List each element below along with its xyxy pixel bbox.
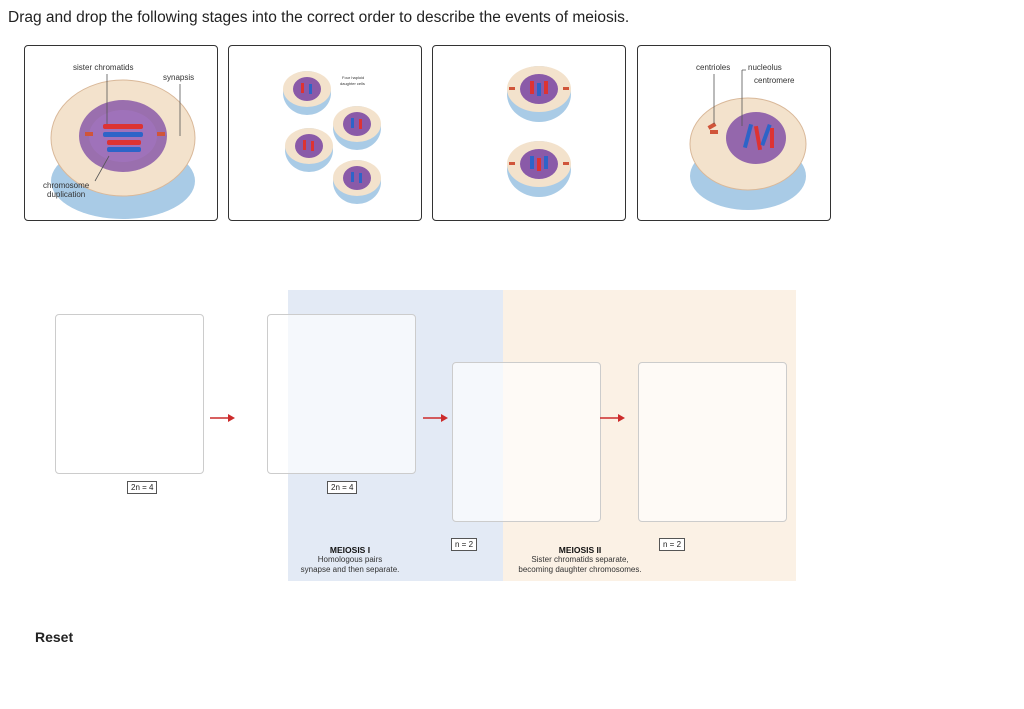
cell-illustration-four-daughter-cells [283,71,381,204]
label-centrioles: centrioles [696,63,731,72]
meiosis-one-line2: synapse and then separate. [300,565,400,574]
instruction-text: Drag and drop the following stages into … [8,9,630,26]
ploidy-badge-2: 2n = 4 [327,481,358,494]
drop-zone-2[interactable] [267,314,416,474]
drop-zone-3[interactable] [452,362,601,522]
reset-button[interactable]: Reset [35,629,74,645]
ploidy-badge-4: n = 2 [659,538,686,551]
meiosis-one-line1: Homologous pairs [317,555,383,564]
label-four-haploid-1: Four haploid [342,75,365,80]
stage-card-4[interactable]: centrioles nucleolus centromere [637,45,831,221]
arrow-right-icon [423,414,448,422]
cell-illustration-synapsis [50,74,196,219]
stage-card-3[interactable] [432,45,626,221]
drop-zone-4[interactable] [638,362,787,522]
meiosis-two-line1: Sister chromatids separate, [531,555,629,564]
label-chromosome-duplication-2: duplication [47,190,86,199]
arrow-right-icon [600,414,625,422]
drop-zone-1[interactable] [55,314,204,474]
label-four-haploid-2: daughter cells [340,81,365,86]
meiosis-two-line2: becoming daughter chromosomes. [518,565,642,574]
stage-card-2[interactable]: Four haploid daughter cells [228,45,422,221]
meiosis-one-title: MEIOSIS I [329,545,371,555]
cell-illustration-two-cells [507,66,571,197]
cell-illustration-interphase [689,69,807,210]
ploidy-badge-1: 2n = 4 [127,481,158,494]
label-chromosome-duplication-1: chromosome [43,181,90,190]
label-centromere: centromere [754,76,795,85]
ploidy-badge-3: n = 2 [451,538,478,551]
label-nucleolus: nucleolus [748,63,782,72]
meiosis-two-title: MEIOSIS II [558,545,602,555]
meiosis-one-caption: MEIOSIS I Homologous pairs synapse and t… [288,545,412,575]
label-synapsis: synapsis [163,73,195,82]
stage-card-1[interactable]: sister chromatids synapsis chromosome du… [24,45,218,221]
arrow-right-icon [210,414,235,422]
meiosis-two-caption: MEIOSIS II Sister chromatids separate, b… [505,545,655,575]
label-sister-chromatids: sister chromatids [73,63,134,72]
